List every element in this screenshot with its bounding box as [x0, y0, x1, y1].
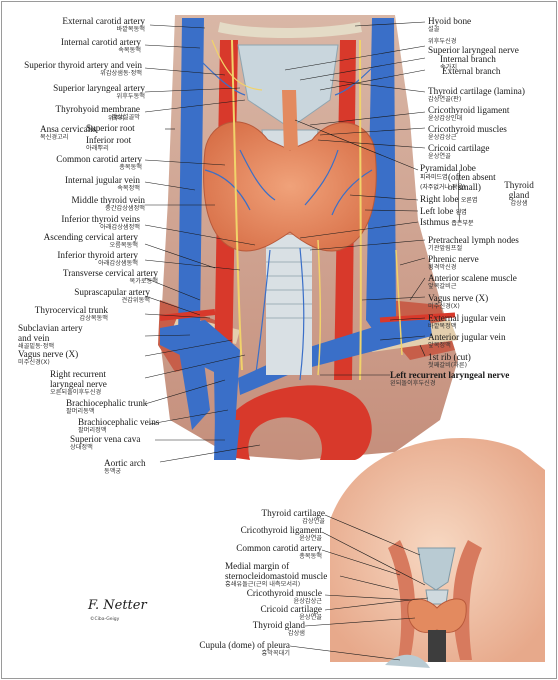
artist-signature: F. Netter — [88, 598, 147, 613]
thyroid-cartilage — [237, 44, 339, 129]
ansa-superior-root-label: Superior root — [86, 123, 135, 133]
right-vagus-nerve — [231, 39, 243, 371]
thyroid-venous-plexus — [199, 59, 381, 381]
right-lobe-label: Right lobe 오른엽 — [420, 194, 478, 204]
main-dissection — [158, 15, 458, 460]
first-rib-label: 1st rib (cut)첫째갈비(자른) — [428, 352, 471, 369]
right-brachiocephalic-vein — [160, 320, 240, 430]
inset-sternocleidomastoid-left — [388, 540, 416, 660]
pyramidal-lobe — [282, 90, 298, 150]
vagus-nerve-right-label: Vagus nerve (X)미주신경(X) — [428, 293, 489, 310]
isthmus-label: Isthmus 좁은부분 — [420, 217, 474, 227]
left-recurrent-laryngeal — [317, 239, 322, 376]
left-brachiocephalic-vein — [238, 320, 432, 395]
superior-vena-cava — [214, 420, 240, 460]
inset-leader-lines — [289, 514, 429, 661]
trachea — [266, 235, 312, 375]
inset-sternocleidomastoid-label: Medial margin of sternocleidomastoid mus… — [225, 561, 328, 588]
inset-trachea — [428, 630, 446, 662]
inset-sternocleidomastoid-right — [453, 540, 482, 660]
left-vagus-nerve — [359, 39, 362, 381]
leader-lines — [144, 21, 461, 463]
inset-neck-illustration — [330, 438, 545, 668]
inset-thyroid-cartilage — [417, 547, 456, 591]
inset-cupula-pleura — [385, 654, 430, 668]
hyoid-bone — [218, 22, 362, 38]
aortic-arch — [215, 385, 372, 460]
superior-laryngeal-nerve — [211, 39, 263, 91]
left-subclavian-artery — [379, 312, 456, 323]
inset-thyroid-gland — [407, 598, 467, 633]
copyright-code: ©Ciba-Geigy — [90, 617, 120, 622]
left-lobe-label: Left lobe 왼엽 — [420, 206, 467, 216]
pyramidal-lobe-ko: 피라미드엽(자주없거나 작음) — [420, 174, 466, 191]
external-branch-label: External branch — [442, 66, 501, 76]
subclavian-artery — [159, 309, 216, 321]
vagus-nerve-left-label: Vagus nerve (X)미주신경(X) — [18, 349, 79, 366]
phrenic-nerve — [395, 249, 403, 356]
thyroid-cartilage-lamina-label: Thyroid cartilage (lamina)갑상연골(판) — [428, 86, 525, 103]
left-internal-jugular — [366, 18, 396, 340]
ansa-superior-root-ko: 위뿌리 — [108, 115, 125, 122]
thyroid-gland — [203, 121, 377, 252]
pyramidal-lobe-label: Pyramidal lobe — [420, 163, 476, 173]
